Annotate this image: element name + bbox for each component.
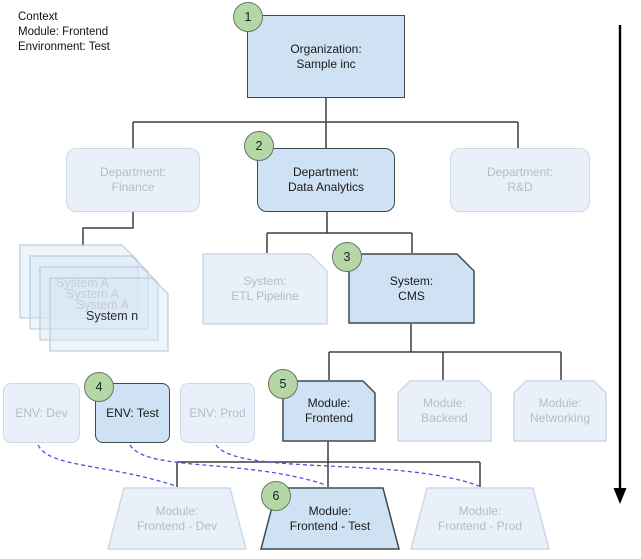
context-title: Context: [18, 11, 58, 23]
node-label: ENV: Dev: [15, 405, 68, 420]
node-label: ENV: Test: [106, 405, 159, 420]
node-label: ENV: Prod: [189, 405, 246, 420]
node-env-prod: ENV: Prod: [180, 383, 255, 443]
node-label: Data Analytics: [287, 180, 365, 194]
node-module-frontend: Module: Frontend: [282, 380, 376, 442]
trapezoid-shape: [260, 487, 400, 550]
node-label: Frontend - Prod: [437, 518, 523, 533]
card-shape: [202, 253, 328, 325]
context-environment: Environment: Test: [18, 41, 110, 53]
node-module-frontend-prod: Module: Frontend - Prod: [410, 487, 550, 550]
node-label: Module:: [458, 503, 502, 518]
card-shape: [348, 253, 475, 324]
step-badge-5: 5: [268, 369, 298, 399]
node-label: Module:: [538, 396, 582, 410]
node-module-backend: Module: Backend: [397, 380, 492, 442]
context-legend: Context Module: Frontend Environment: Te…: [18, 10, 110, 55]
node-label: Department:: [486, 165, 554, 179]
node-label: R&D: [507, 180, 533, 194]
context-module: Module: Frontend: [18, 26, 109, 38]
step-badge-2: 2: [244, 131, 274, 161]
beveled-box-shape: [397, 380, 492, 442]
node-label: Module:: [307, 396, 351, 410]
node-label: System:: [389, 273, 434, 288]
flow-direction-arrow: [613, 25, 627, 504]
beveled-box-shape: [513, 380, 607, 442]
node-label: Department:: [99, 165, 167, 179]
node-module-frontend-test: Module: Frontend - Test: [260, 487, 400, 550]
node-department-rnd: Department: R&D: [450, 148, 590, 212]
node-label: System:: [243, 274, 287, 288]
node-label: Networking: [529, 411, 591, 425]
node-env-dev: ENV: Dev: [3, 383, 80, 443]
node-label: Module:: [423, 396, 466, 410]
step-badge-3: 3: [332, 242, 362, 272]
node-label: Finance: [111, 180, 155, 194]
step-badge-4: 4: [84, 372, 114, 402]
step-badge-1: 1: [233, 2, 263, 32]
node-label: Organization:: [290, 41, 362, 56]
node-label: Module:: [308, 503, 352, 518]
node-label: Backend: [421, 411, 468, 425]
step-badge-6: 6: [261, 481, 291, 511]
node-system-etl-pipeline: System: ETL Pipeline: [202, 253, 328, 325]
node-label: Frontend - Dev: [136, 518, 218, 533]
node-module-frontend-dev: Module: Frontend - Dev: [107, 487, 247, 550]
node-department-data-analytics: Department: Data Analytics: [257, 148, 395, 212]
node-label: Module:: [155, 503, 199, 518]
node-label: Department:: [292, 165, 359, 179]
node-label: Frontend: [304, 411, 354, 425]
node-label: Frontend - Test: [289, 518, 371, 533]
node-label: CMS: [398, 288, 425, 303]
node-label: Sample inc: [296, 56, 356, 71]
node-label: ETL Pipeline: [231, 289, 299, 303]
trapezoid-shape: [410, 487, 550, 550]
trapezoid-shape: [107, 487, 247, 550]
node-module-networking: Module: Networking: [513, 380, 607, 442]
stack-item-label: System n: [86, 309, 139, 323]
node-organization: Organization: Sample inc: [247, 15, 405, 98]
node-system-cms: System: CMS: [348, 253, 475, 324]
node-department-finance: Department: Finance: [66, 148, 200, 212]
